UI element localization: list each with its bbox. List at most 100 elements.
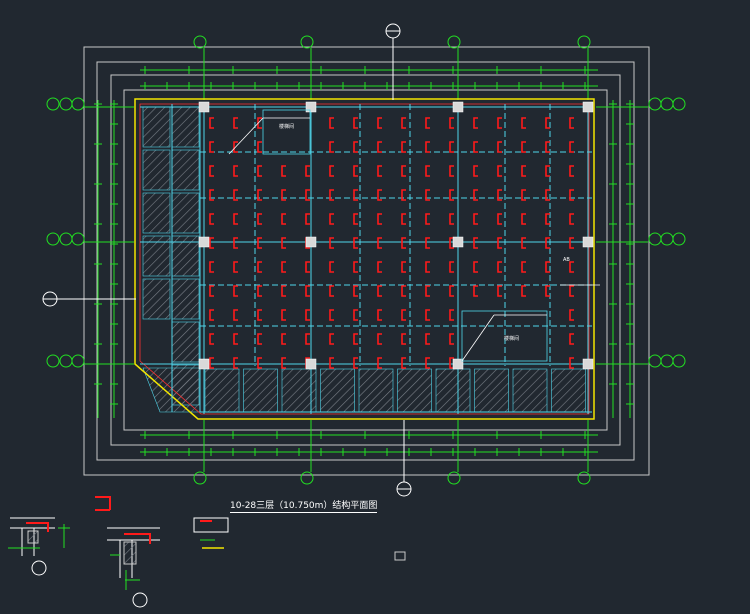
column-square-icon [198,236,210,248]
wall-mark [497,117,502,129]
detail-sections [8,496,406,608]
wall-mark [545,141,550,153]
room-label-upper: 楼梯间 [279,124,295,130]
wall-mark [233,189,238,201]
wall-mark [353,285,358,297]
column-square-icon [452,101,464,113]
wall-mark [377,213,382,225]
wall-mark [209,357,214,369]
wall-mark [209,261,214,273]
wall-mark [257,357,262,369]
wall-mark [353,117,358,129]
wall-mark [281,213,286,225]
wall-mark [329,333,334,345]
hatched-panel [171,278,200,320]
wall-mark [401,333,406,345]
wall-mark [257,261,262,273]
axis-bubble-icon [46,97,60,111]
wall-mark [401,141,406,153]
axis-bubble-icon [577,35,591,49]
axis-bubble-icon [577,471,591,485]
column-square-icon [305,358,317,370]
wall-mark [281,189,286,201]
wall-mark [233,261,238,273]
wall-mark [233,141,238,153]
wall-mark [257,189,262,201]
wall-mark [257,333,262,345]
wall-mark [329,309,334,321]
wall-mark [449,117,454,129]
hatched-panel [171,321,200,363]
wall-mark [425,309,430,321]
wall-marks [209,117,574,369]
axis-bubble-icon [71,232,85,246]
wall-mark [545,261,550,273]
wall-mark [425,213,430,225]
wall-mark [305,309,310,321]
area-label: AB [563,257,570,263]
column-square-icon [582,101,594,113]
wall-mark [569,333,574,345]
column-square-icon [452,358,464,370]
hatched-panel [243,368,278,413]
wall-mark [497,285,502,297]
wall-mark [353,237,358,249]
wall-mark [305,261,310,273]
wall-mark [425,117,430,129]
wall-mark [209,333,214,345]
wall-mark [473,237,478,249]
wall-mark [569,261,574,273]
wall-mark [257,237,262,249]
wall-mark [401,117,406,129]
wall-mark [377,285,382,297]
plan-title: 10-28三层（10.750m）结构平面图 [230,501,378,513]
wall-mark [569,117,574,129]
wall-mark [425,165,430,177]
wall-mark [497,213,502,225]
wall-mark [233,237,238,249]
hatched-panel [142,149,171,191]
wall-mark [497,165,502,177]
wall-mark [377,165,382,177]
column-square-icon [198,101,210,113]
wall-mark [305,285,310,297]
hatched-panel [171,192,200,234]
wall-mark [473,261,478,273]
wall-mark [329,141,334,153]
axis-bubble-icon [71,97,85,111]
wall-mark [497,189,502,201]
wall-mark [281,237,286,249]
wall-mark [497,261,502,273]
wall-mark [329,285,334,297]
room-label-lower: 楼梯间 [504,336,520,342]
column-square-icon [582,358,594,370]
wall-mark [545,237,550,249]
wall-mark [209,309,214,321]
wall-mark [257,141,262,153]
wall-mark [473,189,478,201]
wall-mark [449,189,454,201]
axis-bubble-icon [447,471,461,485]
hatched-panel [171,149,200,191]
wall-mark [377,189,382,201]
wall-mark [209,285,214,297]
axis-bubble-icon [648,232,662,246]
wall-mark [377,141,382,153]
wall-mark [209,189,214,201]
column-square-icon [305,101,317,113]
hatched-panel [358,368,394,413]
hatched-panel [142,192,171,234]
axis-bubble-icon [46,232,60,246]
dimension-lines [84,48,648,472]
wall-mark [545,213,550,225]
wall-mark [329,357,334,369]
wall-mark [521,213,526,225]
wall-mark [233,213,238,225]
hatched-panel [171,235,200,277]
wall-mark [521,285,526,297]
wall-mark [377,357,382,369]
axis-bubble-icon [648,354,662,368]
wall-mark [233,357,238,369]
wall-mark [425,357,430,369]
